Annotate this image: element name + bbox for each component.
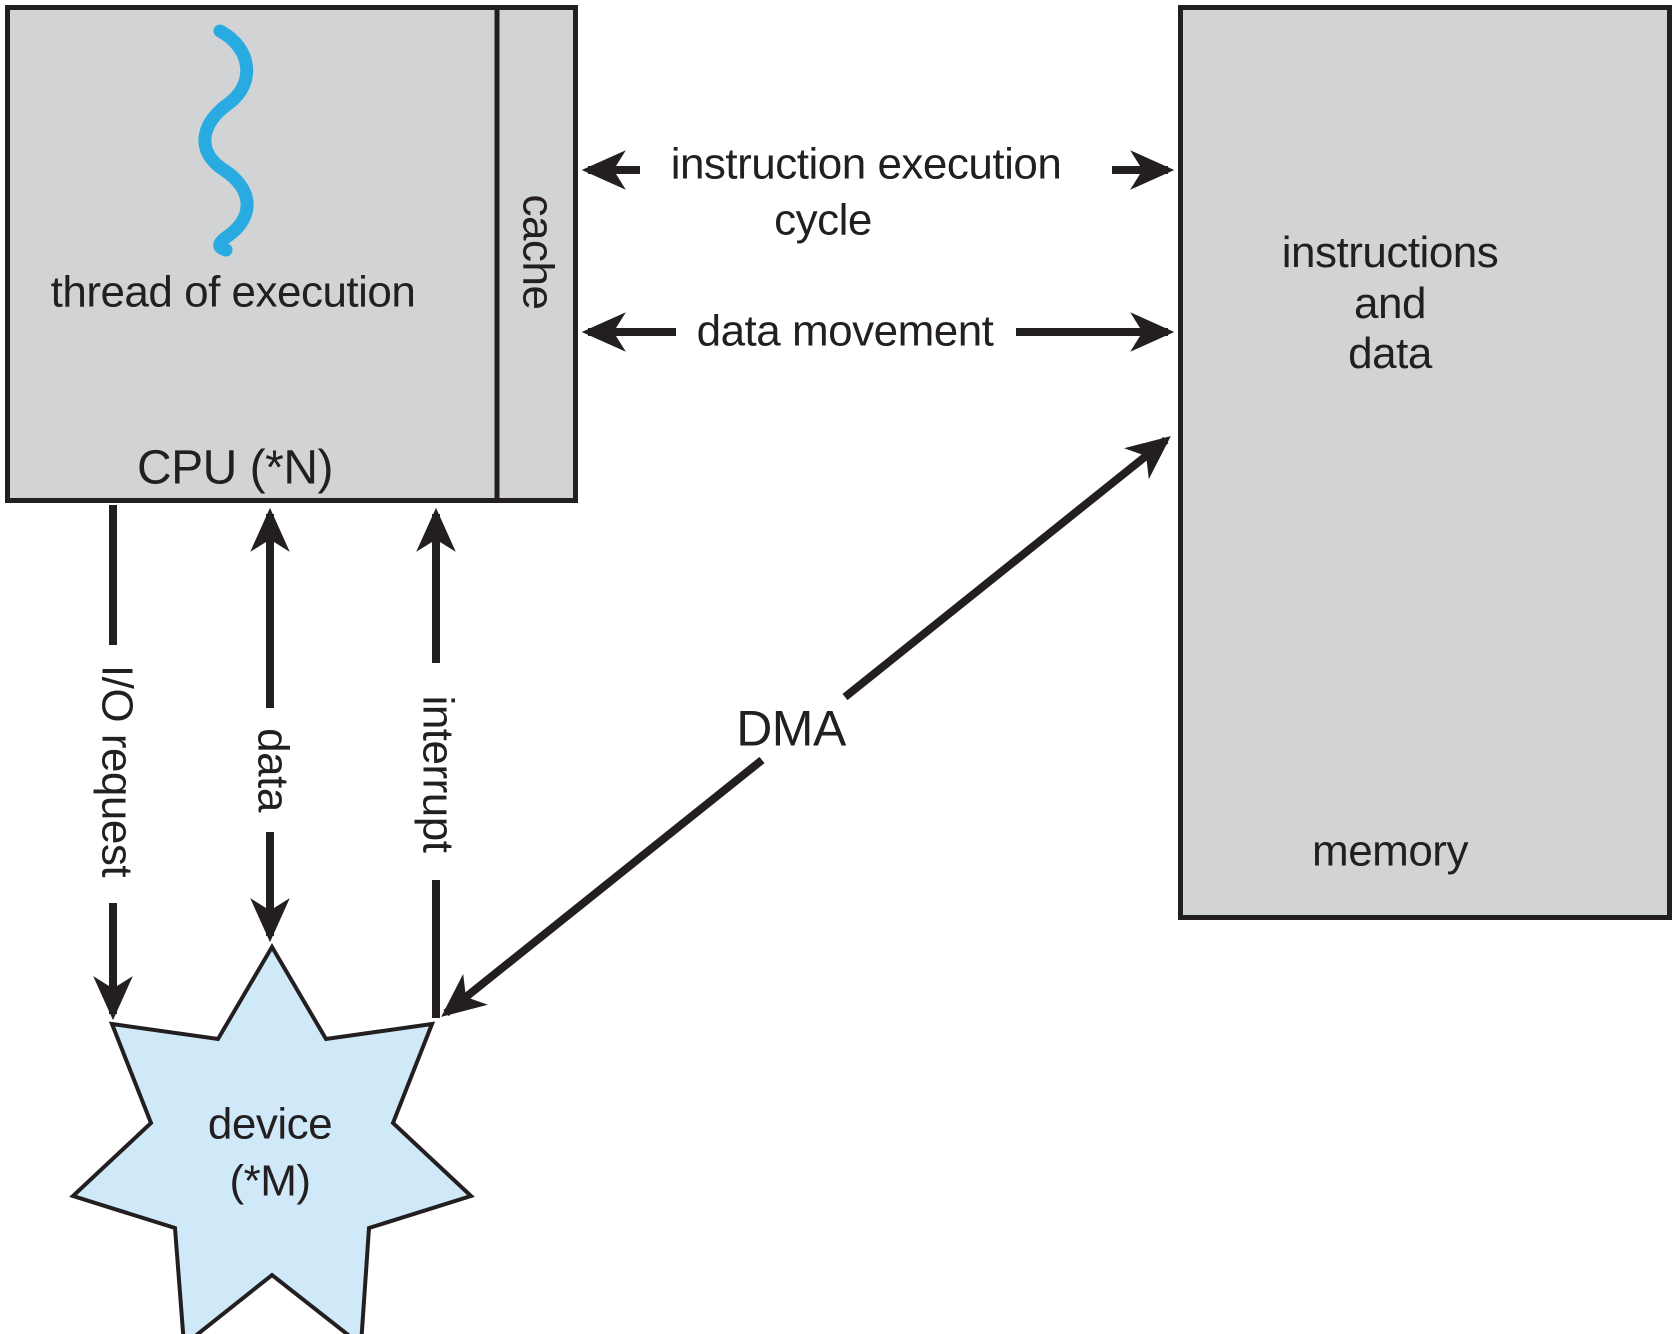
instruction-execution-cycle-label-line1: instruction execution [670,139,1062,189]
instruction-execution-cycle-label-line2: cycle [774,195,872,245]
cache-label: cache [513,194,563,310]
data-movement-label: data movement [696,306,994,356]
device-label-line2: (*M) [229,1156,311,1206]
dma-arrow-to-device [441,756,765,1017]
thread-squiggle-icon [198,24,254,257]
device-label-line1: device [207,1099,333,1149]
cpu-label: CPU (*N) [137,441,334,495]
memory-content-line1: instructions [1281,228,1499,278]
dma-label: DMA [736,700,846,757]
thread-of-execution-label: thread of execution [50,267,416,317]
interrupt-label: interrupt [413,695,463,853]
dma-arrow-to-memory [842,436,1171,701]
memory-box [1178,5,1672,920]
io-request-label: I/O request [92,664,142,878]
memory-content-line3: data [1348,329,1432,379]
memory-content-line2: and [1354,278,1426,328]
device-star [69,943,475,1334]
memory-label: memory [1312,826,1468,876]
memory-content-label: instructions and data [1282,228,1499,380]
data-label: data [248,728,298,812]
cpu-box [5,5,578,503]
